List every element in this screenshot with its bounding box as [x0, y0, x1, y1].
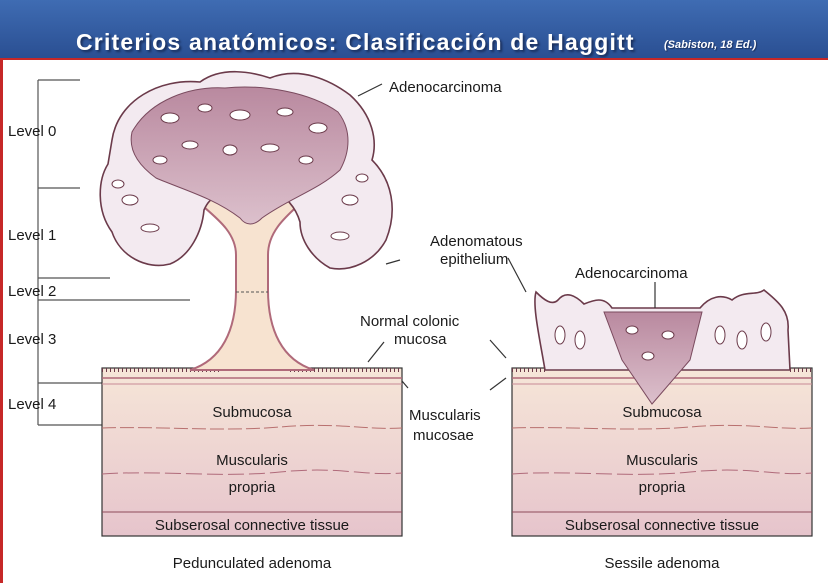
- muscularis-mucosae-label-line1: Muscularis: [409, 407, 481, 424]
- captions: Pedunculated adenoma Sessile adenoma: [173, 555, 720, 572]
- level-1-label: Level 1: [8, 227, 56, 244]
- muscularis-propria-label-left-1: Muscularis: [216, 452, 288, 469]
- adenocarcinoma-label-right: Adenocarcinoma: [575, 265, 688, 282]
- subserosal-label-left: Subserosal connective tissue: [155, 517, 349, 534]
- caption-pedunculated: Pedunculated adenoma: [173, 555, 332, 572]
- adenomatous-label-line2: epithelium: [440, 251, 508, 268]
- adenomatous-label-line1: Adenomatous: [430, 233, 523, 250]
- level-labels: Level 0 Level 1 Level 2 Level 3 Level 4: [8, 123, 56, 413]
- subserosal-label-right: Subserosal connective tissue: [565, 517, 759, 534]
- level-2-label: Level 2: [8, 283, 56, 300]
- adenocarcinoma-label-left: Adenocarcinoma: [389, 79, 502, 96]
- submucosa-label-left: Submucosa: [212, 404, 292, 421]
- muscularis-mucosae-label-line2: mucosae: [413, 427, 474, 444]
- normal-mucosa-label-line2: mucosa: [394, 331, 447, 348]
- muscularis-propria-label-right-2: propria: [639, 479, 686, 496]
- submucosa-label-right: Submucosa: [622, 404, 702, 421]
- caption-sessile: Sessile adenoma: [604, 555, 720, 572]
- muscularis-propria-label-right-1: Muscularis: [626, 452, 698, 469]
- muscularis-propria-label-left-2: propria: [229, 479, 276, 496]
- level-4-label: Level 4: [8, 396, 56, 413]
- normal-mucosa-label-line1: Normal colonic: [360, 313, 460, 330]
- level-0-label: Level 0: [8, 123, 56, 140]
- level-3-label: Level 3: [8, 331, 56, 348]
